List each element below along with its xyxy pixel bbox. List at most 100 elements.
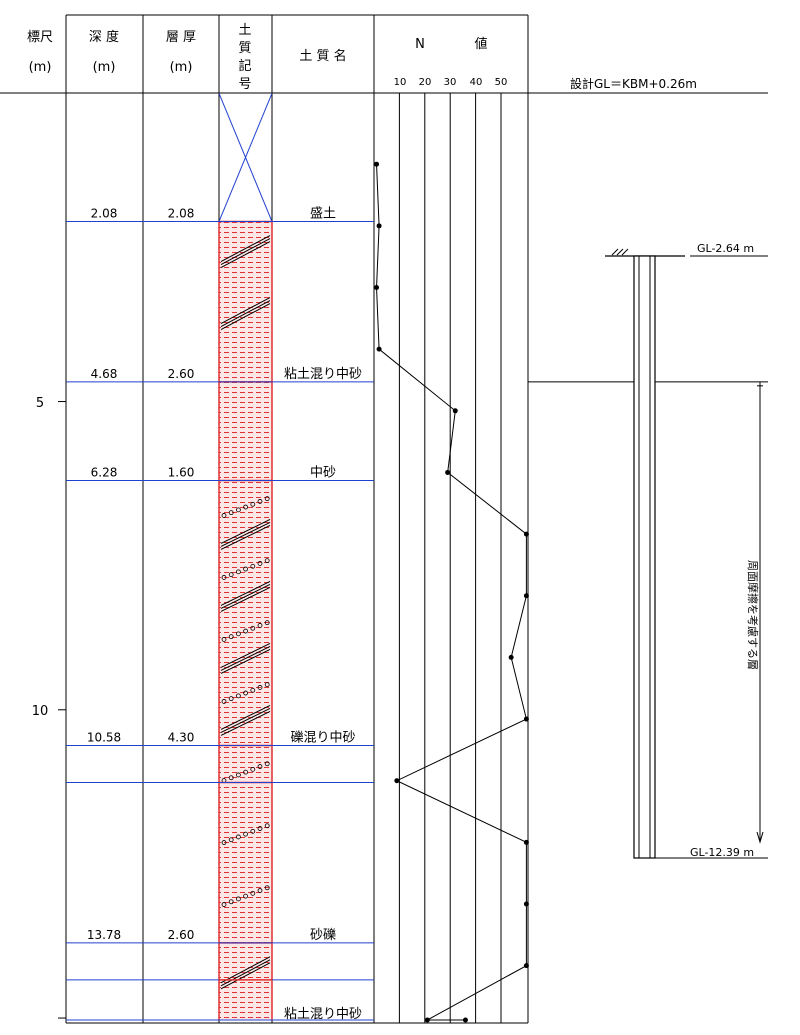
gravel-symbol-circle	[264, 496, 270, 502]
scale-label-10: 10	[32, 704, 49, 719]
design-gl-label: 設計GL＝KBM+0.26m	[570, 76, 697, 91]
header-depth: 深 度	[89, 29, 119, 45]
layer-soil-name: 中砂	[310, 465, 336, 480]
gravel-symbol-circle	[250, 766, 256, 772]
n-value-point	[445, 469, 451, 475]
n-value-point	[523, 901, 529, 907]
gravel-symbol-circle	[228, 837, 234, 843]
layer-soil-name: 砂礫	[310, 927, 336, 943]
scale-label-5: 5	[36, 396, 44, 411]
gravel-symbol-circle	[257, 764, 263, 769]
gravel-symbol-circle	[257, 623, 263, 628]
clay-symbol-line	[220, 303, 271, 330]
n-value-point	[374, 161, 380, 167]
gravel-symbol-circle	[228, 775, 234, 781]
header-symbol-1: 土	[238, 23, 251, 38]
layer-soil-name: 礫混り中砂	[290, 730, 355, 746]
gravel-symbol-circle	[257, 685, 263, 690]
gravel-symbol-circle	[235, 569, 241, 575]
clay-symbol-line	[220, 649, 271, 674]
gravel-symbol-circle	[221, 902, 227, 907]
gravel-symbol-circle	[235, 834, 241, 840]
layer-depth-value: 2.08	[91, 207, 118, 221]
column-headers: 標尺 (m) 深 度 (m) 層 厚 (m) 土 質 記 号 土 質 名 N 値…	[27, 23, 697, 92]
layer-depth-value: 13.78	[87, 928, 121, 942]
clay-symbol-line	[220, 238, 271, 265]
n-value-point	[452, 408, 458, 414]
clay-symbol-line	[220, 584, 271, 609]
pile-top-label: GL-2.64 m	[697, 242, 754, 255]
layer-thickness-value: 1.60	[168, 465, 195, 479]
n-value-point	[374, 284, 380, 290]
header-n-value-label: 値	[474, 36, 487, 52]
header-scale-unit: (m)	[29, 60, 52, 75]
clay-symbol-line	[220, 711, 271, 736]
n-tick-10: 10	[394, 77, 407, 88]
clay-symbol-line	[220, 705, 271, 730]
clay-symbol-line	[220, 962, 271, 990]
gravel-symbol-circle	[264, 823, 270, 829]
clay-symbol-line	[220, 708, 271, 733]
n-tick-50: 50	[495, 77, 508, 88]
gravel-symbol-circle	[243, 504, 249, 510]
gravel-symbol-circle	[221, 513, 227, 518]
ground-hatch	[621, 248, 629, 256]
gravel-symbol-circle	[221, 840, 227, 845]
ground-hatch	[616, 248, 624, 256]
gravel-symbol-circle	[257, 888, 263, 893]
layer-thickness-value: 2.08	[168, 207, 195, 221]
gravel-symbol-circle	[221, 699, 227, 704]
clay-symbol-line	[220, 956, 271, 984]
clay-symbol-line	[220, 519, 271, 544]
gravel-symbol-circle	[228, 634, 234, 640]
gravel-symbol-circle	[264, 761, 270, 767]
gravel-symbol-circle	[257, 561, 263, 566]
layer-soil-name: 盛土	[310, 207, 336, 222]
clay-symbol-line	[220, 587, 271, 612]
header-thickness-unit: (m)	[170, 60, 193, 75]
clay-symbol-line	[220, 297, 271, 324]
clay-symbol-line	[220, 241, 271, 268]
friction-note: 周面摩擦を考慮する層	[746, 560, 760, 670]
clay-symbol-line	[220, 522, 271, 547]
soil-symbol-hatch	[219, 221, 272, 382]
gravel-symbol-circle	[228, 510, 234, 516]
gravel-symbol-circle	[235, 631, 241, 637]
ground-hatch	[611, 248, 619, 256]
layer-depth-value: 6.28	[91, 465, 118, 479]
gravel-symbol-circle	[221, 637, 227, 642]
gravel-symbol-circle	[250, 687, 256, 693]
clay-symbol-line	[220, 525, 271, 550]
header-symbol-4: 号	[238, 77, 251, 92]
clay-symbol-line	[220, 300, 271, 327]
n-value-point	[523, 531, 529, 537]
n-value-point	[523, 839, 529, 845]
n-tick-20: 20	[419, 77, 432, 88]
gravel-symbol-circle	[235, 693, 241, 699]
gravel-symbol-circle	[235, 772, 241, 778]
n-value-point	[424, 1017, 430, 1023]
header-n-value-n: N	[415, 37, 425, 52]
gravel-symbol-circle	[257, 826, 263, 831]
gravel-symbol-circle	[228, 899, 234, 905]
soil-symbol-hatch	[219, 381, 272, 481]
pile-bottom-label: GL-12.39 m	[690, 846, 754, 859]
n-value-point	[394, 778, 400, 784]
gravel-symbol-circle	[221, 575, 227, 580]
clay-symbol-line	[220, 959, 271, 987]
layer-thickness-value: 2.60	[168, 928, 195, 942]
n-value-point	[376, 223, 382, 229]
header-depth-unit: (m)	[93, 60, 116, 75]
layer-depth-value: 4.68	[91, 367, 118, 381]
gravel-symbol-circle	[243, 566, 249, 572]
n-tick-30: 30	[444, 77, 457, 88]
n-value-point	[523, 963, 529, 969]
gravel-symbol-circle	[243, 690, 249, 696]
soil-symbol-hatch	[219, 942, 272, 1020]
n-value-point	[376, 346, 382, 352]
header-thickness: 層 厚	[166, 30, 196, 45]
layer-depth-value: 10.58	[87, 731, 121, 745]
gravel-symbol-circle	[264, 558, 270, 564]
